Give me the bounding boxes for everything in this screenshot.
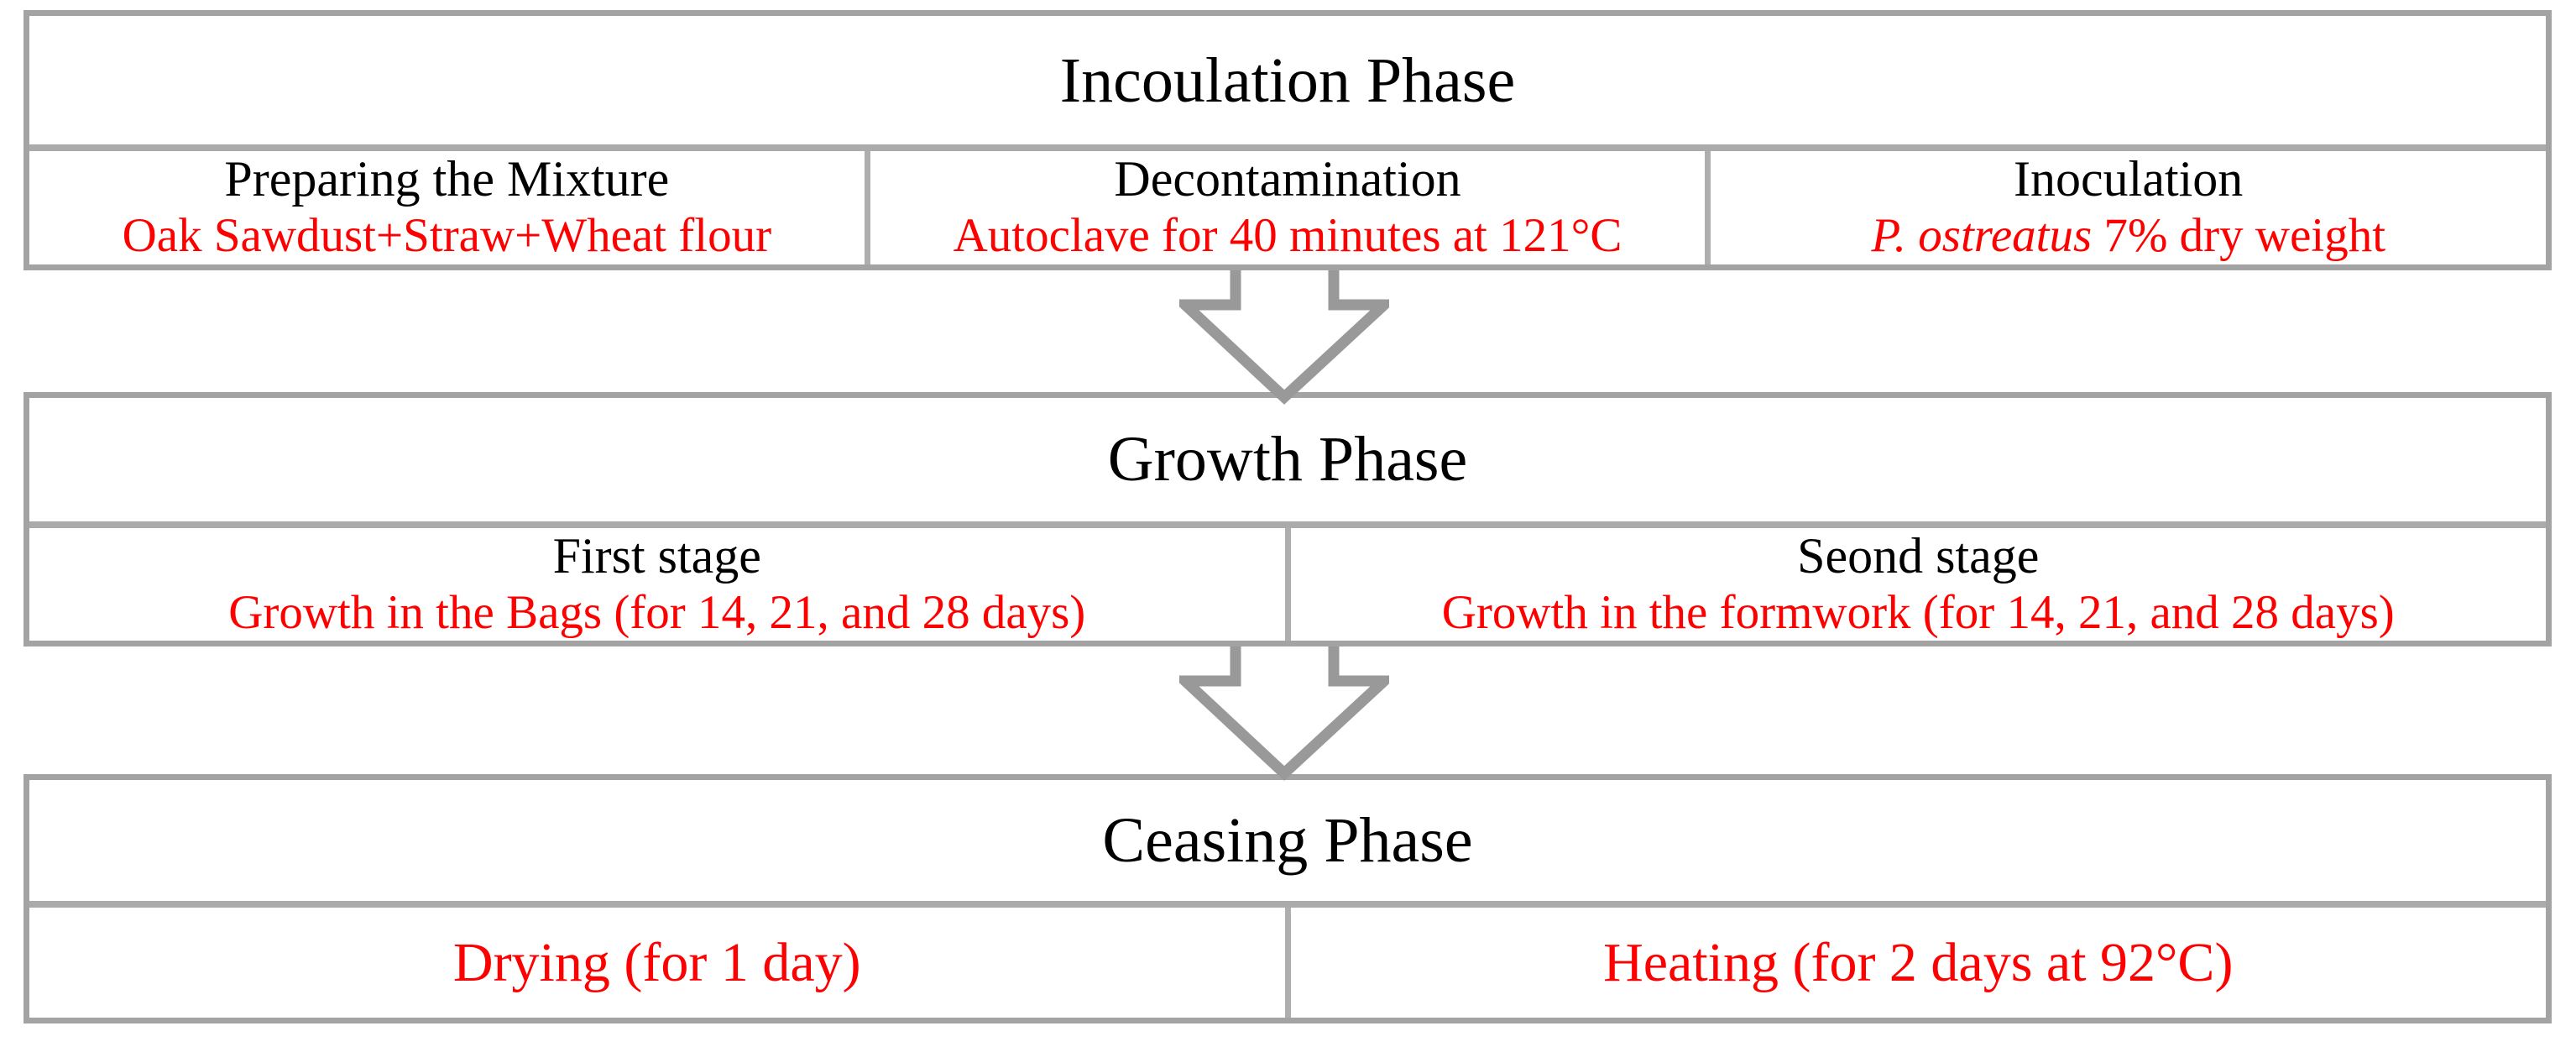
horizontal-divider: [29, 144, 2546, 151]
step-detail: Drying (for 1 day): [452, 931, 861, 993]
phase-steps-row: First stage Growth in the Bags (for 14, …: [29, 527, 2547, 641]
phase-block-ceasing: Ceasing Phase Drying (for 1 day) Heating…: [24, 774, 2552, 1023]
step-heating: Heating (for 2 days at 92°C): [1291, 908, 2547, 1018]
species-name: P. ostreatus: [1871, 209, 2093, 263]
down-arrow-icon: [1179, 647, 1389, 781]
step-detail: P. ostreatus 7% dry weight: [1871, 207, 2385, 264]
vertical-divider: [864, 151, 870, 264]
step-second-stage: Seond stage Growth in the formwork (for …: [1291, 528, 2547, 641]
step-detail-rest: 7% dry weight: [2092, 209, 2386, 263]
step-inoculation: Inoculation P. ostreatus 7% dry weight: [1711, 151, 2546, 264]
down-arrow-icon: [1179, 270, 1389, 405]
vertical-divider: [1705, 151, 1711, 264]
step-heading: First stage: [552, 527, 761, 584]
step-heading: Inoculation: [2014, 151, 2244, 207]
step-detail: Oak Sawdust+Straw+Wheat flour: [122, 209, 772, 263]
step-preparing-mixture: Preparing the Mixture Oak Sawdust+Straw+…: [29, 151, 865, 264]
phase-title-growth: Growth Phase: [1107, 424, 1468, 495]
step-heading: Decontamination: [1114, 151, 1461, 207]
phase-steps-row: Drying (for 1 day) Heating (for 2 days a…: [29, 908, 2546, 1018]
step-detail: Autoclave for 40 minutes at 121°C: [953, 209, 1622, 263]
step-heading: Preparing the Mixture: [224, 151, 670, 207]
phase-steps-row: Preparing the Mixture Oak Sawdust+Straw+…: [29, 151, 2546, 264]
phase-block-growth: Growth Phase First stage Growth in the B…: [24, 392, 2552, 647]
step-detail: Heating (for 2 days at 92°C): [1603, 931, 2234, 993]
step-drying: Drying (for 1 day): [29, 908, 1285, 1018]
horizontal-divider: [29, 901, 2546, 908]
step-detail: Growth in the formwork (for 14, 21, and …: [1441, 585, 2395, 639]
vertical-divider: [1284, 527, 1291, 641]
step-detail: Growth in the Bags (for 14, 21, and 28 d…: [228, 585, 1086, 639]
vertical-divider: [1284, 908, 1291, 1018]
step-heading: Seond stage: [1797, 527, 2040, 584]
phase-title-ceasing: Ceasing Phase: [1102, 805, 1473, 876]
phase-block-inoculation: Incoulation Phase Preparing the Mixture …: [24, 10, 2552, 270]
step-decontamination: Decontamination Autoclave for 40 minutes…: [870, 151, 1706, 264]
phase-title-inoculation: Incoulation Phase: [1059, 44, 1516, 116]
step-first-stage: First stage Growth in the Bags (for 14, …: [29, 528, 1285, 641]
horizontal-divider: [29, 521, 2546, 528]
